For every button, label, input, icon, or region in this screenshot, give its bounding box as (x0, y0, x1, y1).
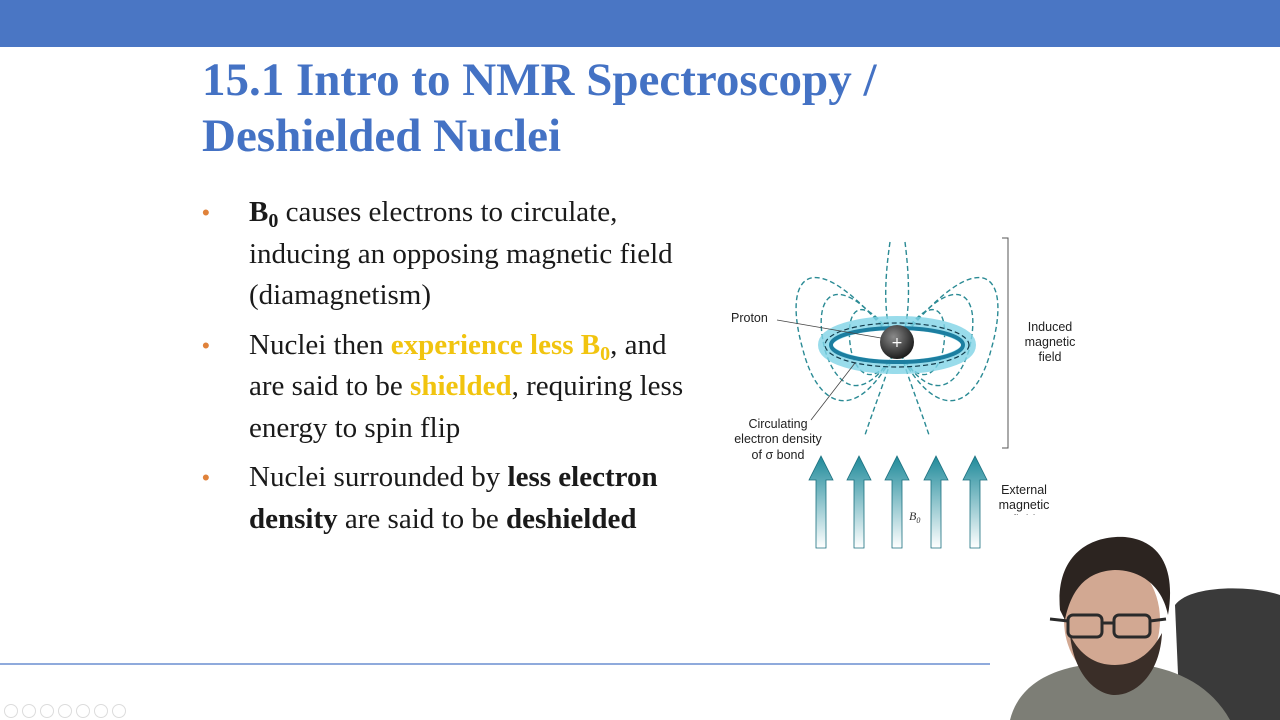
b0-subscript: 0 (268, 210, 279, 232)
label-circulating-3: of σ bond (752, 448, 805, 462)
label-proton: Proton (731, 311, 768, 325)
field-line-left-outer (795, 276, 898, 402)
external-field-arrows (808, 455, 988, 549)
field-arrow (808, 455, 834, 549)
bold-less-electron-density: less electron density (249, 461, 658, 535)
slides-icon[interactable] (58, 704, 72, 718)
label-circulating-1: Circulating (748, 417, 807, 431)
highlight-b0-subscript: 0 (600, 342, 611, 365)
field-arrow (846, 455, 872, 549)
proton-sphere (880, 325, 914, 359)
bold-deshielded: deshielded (505, 502, 637, 535)
glasses-arm (1149, 617, 1167, 623)
field-line-right-outer (896, 276, 999, 402)
bullet-text: Nuclei then (249, 328, 391, 361)
person-hair (1059, 536, 1171, 620)
label-b0: B0 (909, 509, 920, 525)
field-line-center-left (885, 241, 894, 343)
title-line-2: Deshielded Nuclei (202, 110, 562, 162)
label-external-field-2: magnetic (999, 498, 1050, 512)
field-arrow (884, 455, 910, 549)
field-arrow (962, 455, 988, 549)
induced-field-bracket (1002, 237, 1009, 449)
highlight-experience-less: experience less B (390, 328, 601, 361)
electron-ring-dash (824, 322, 970, 368)
header-bar (0, 0, 1280, 47)
label-circulating-2: electron density (734, 432, 822, 446)
highlight-shielded: shielded (410, 370, 512, 402)
bullet-text: , requiring less energy to spin flip (249, 370, 684, 444)
prev-slide-icon[interactable] (4, 704, 18, 718)
glasses-right-lens (1112, 613, 1152, 639)
circulating-leader-line (810, 362, 856, 421)
glasses-arm (1049, 617, 1069, 623)
proton-plus: + (891, 335, 903, 351)
bullet-item-b0: • B0 causes electrons to circulate, indu… (200, 192, 700, 317)
slide-title: 15.1 Intro to NMR Spectroscopy / Deshiel… (202, 52, 1062, 164)
b0-symbol: B (249, 196, 269, 228)
person-face (1064, 558, 1160, 682)
label-induced-field-3: field (1039, 350, 1062, 364)
label-induced-field-1: Induced (1028, 320, 1073, 334)
next-slide-icon[interactable] (22, 704, 36, 718)
chair-back (1175, 588, 1280, 720)
bullet-list: • B0 causes electrons to circulate, indu… (200, 192, 700, 548)
field-line-center-right (900, 241, 910, 343)
zoom-icon[interactable] (76, 704, 90, 718)
bullet-marker: • (202, 200, 210, 225)
webcam-overlay (990, 515, 1280, 720)
label-external-field-1: External (1001, 483, 1047, 497)
bullet-marker: • (202, 465, 210, 490)
field-arrow (923, 455, 949, 549)
slideshow-toolbar (4, 704, 126, 718)
subtitle-icon[interactable] (94, 704, 108, 718)
footer-divider (0, 663, 1280, 665)
label-induced-field-2: magnetic (1025, 335, 1076, 349)
more-options-icon[interactable] (112, 704, 126, 718)
proton-leader-line (776, 319, 882, 339)
label-b0-symbol: B (909, 509, 917, 523)
pen-icon[interactable] (40, 704, 54, 718)
bullet-text: causes electrons to circulate, inducing … (249, 196, 673, 311)
diamagnetism-figure: + Proton Induced magnetic field Circulat… (731, 237, 1076, 549)
label-b0-subscript: 0 (916, 516, 920, 525)
bullet-text: are said to be (337, 502, 506, 535)
glasses-left-lens (1066, 613, 1104, 639)
bullet-text: , and are said to be (249, 328, 667, 403)
bullet-item-shielded: • Nuclei then experience less B0, and ar… (200, 325, 700, 450)
bullet-marker: • (202, 332, 210, 358)
person-beard (1070, 633, 1162, 695)
bullet-item-deshielded: • Nuclei surrounded by less electron den… (200, 457, 700, 540)
title-line-1: 15.1 Intro to NMR Spectroscopy / (202, 54, 877, 106)
bullet-text: Nuclei surrounded by (249, 461, 508, 493)
